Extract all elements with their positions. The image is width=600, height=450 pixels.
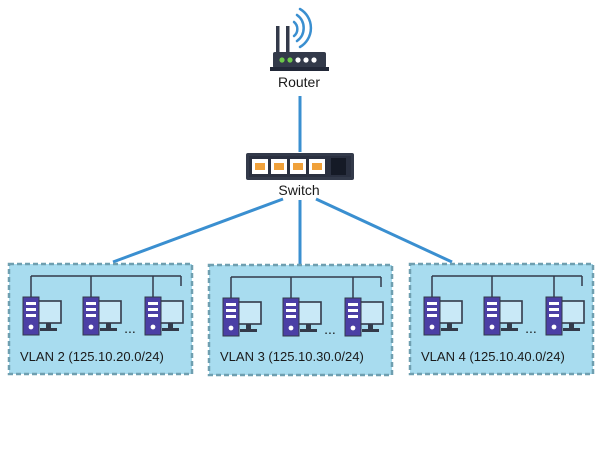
link-switch-vlan-2 <box>112 197 284 264</box>
router-label: Router <box>277 74 321 90</box>
vlan-2-box: ... <box>7 262 194 376</box>
host-computer-icon <box>22 276 62 336</box>
link-switch-vlan-4 <box>315 197 453 264</box>
switch-label: Switch <box>278 182 320 198</box>
host-computer-icon <box>144 276 184 336</box>
host-computer-icon <box>82 276 122 336</box>
host-computer-icon <box>282 277 322 337</box>
switch-icon <box>246 153 354 180</box>
host-computer-icon <box>344 277 384 337</box>
router-icon <box>270 7 329 71</box>
vlan-4-box: ... <box>408 262 595 376</box>
vlan-3-label: VLAN 3 (125.10.30.0/24) <box>220 349 364 364</box>
host-computer-icon <box>483 276 523 336</box>
host-computer-icon <box>545 276 585 336</box>
vlan-4-label: VLAN 4 (125.10.40.0/24) <box>421 349 565 364</box>
vlan-ellipsis: ... <box>525 320 537 336</box>
vlan-2-label: VLAN 2 (125.10.20.0/24) <box>20 349 164 364</box>
vlan-ellipsis: ... <box>124 320 136 336</box>
vlan-ellipsis: ... <box>324 321 336 337</box>
host-computer-icon <box>423 276 463 336</box>
vlan-3-box: ... <box>207 263 394 377</box>
host-computer-icon <box>222 277 262 337</box>
